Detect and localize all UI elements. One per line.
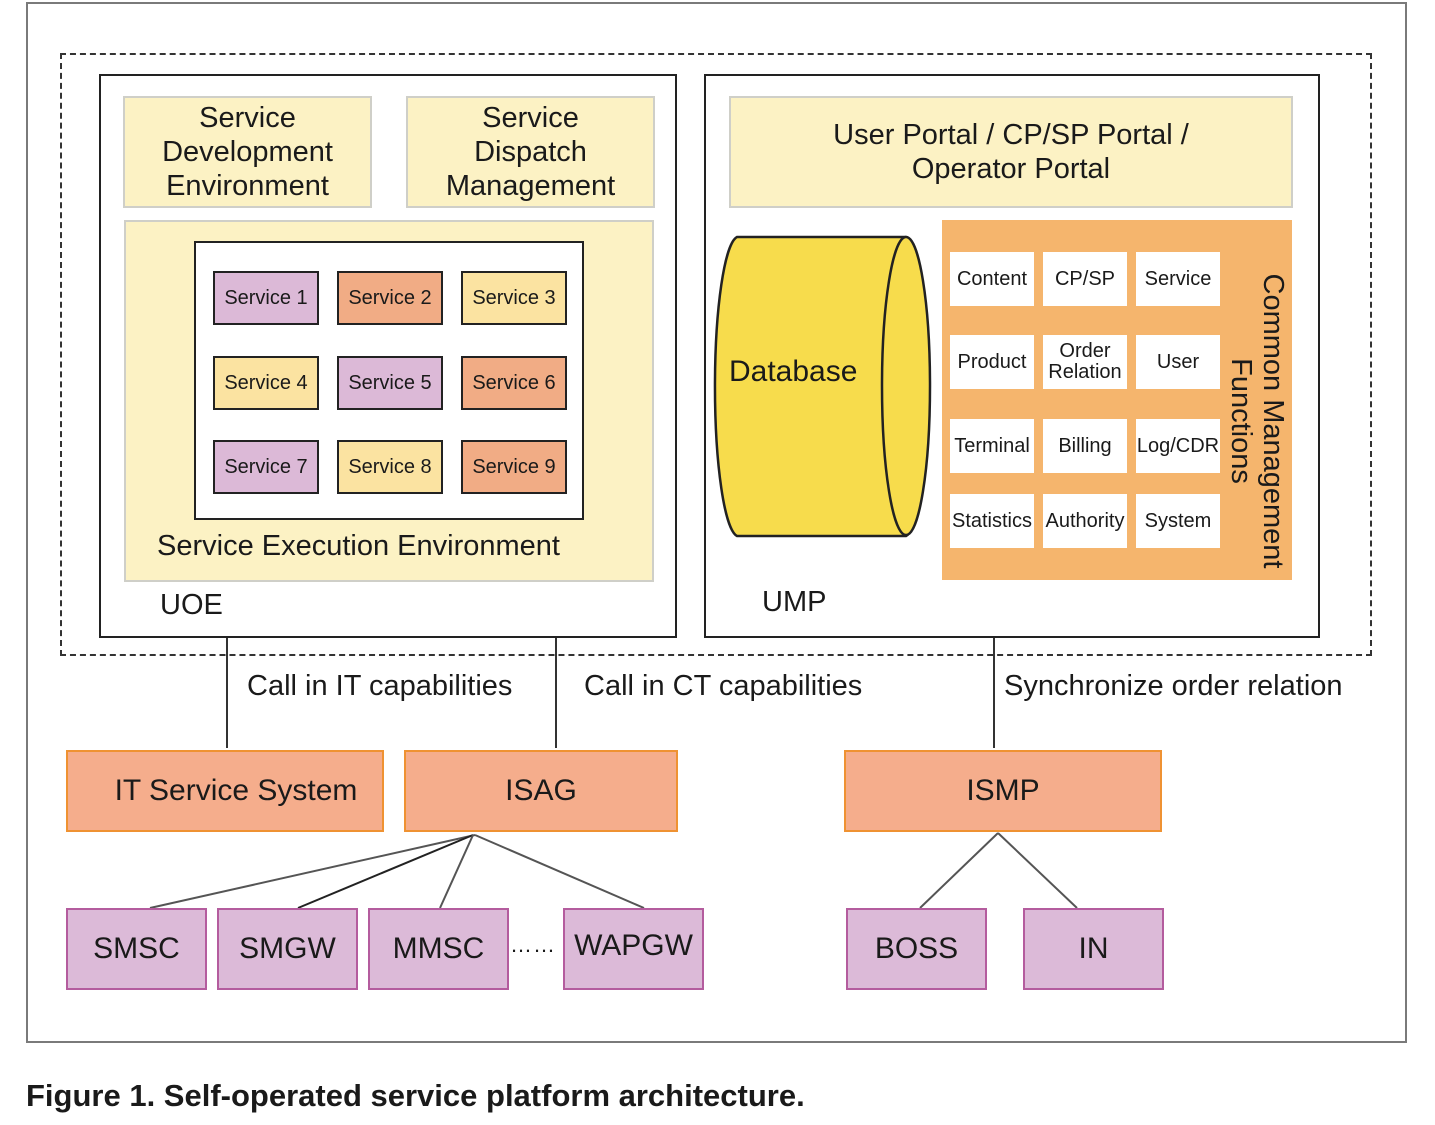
mgmt-log-cdr: Log/CDR bbox=[1136, 419, 1220, 473]
smsc: SMSC bbox=[66, 908, 207, 990]
mmsc: MMSC bbox=[368, 908, 509, 990]
mgmt-system: System bbox=[1136, 494, 1220, 548]
ump-label: UMP bbox=[762, 586, 827, 618]
mgmt-cpsp: CP/SP bbox=[1043, 252, 1127, 306]
mgmt-order-relation: Order Relation bbox=[1043, 335, 1127, 389]
service-development-environment: Service Development Environment bbox=[123, 96, 372, 208]
service-5: Service 5 bbox=[337, 356, 443, 410]
mgmt-terminal: Terminal bbox=[950, 419, 1034, 473]
figure-frame bbox=[26, 2, 1407, 1043]
service-6: Service 6 bbox=[461, 356, 567, 410]
mgmt-content: Content bbox=[950, 252, 1034, 306]
mgmt-billing: Billing bbox=[1043, 419, 1127, 473]
wapgw: WAPGW bbox=[563, 908, 704, 990]
boss: BOSS bbox=[846, 908, 987, 990]
service-9: Service 9 bbox=[461, 440, 567, 494]
database-label: Database bbox=[729, 355, 858, 388]
smgw: SMGW bbox=[217, 908, 358, 990]
uoe-label: UOE bbox=[160, 589, 223, 621]
mgmt-authority: Authority bbox=[1043, 494, 1127, 548]
service-execution-environment-label: Service Execution Environment bbox=[157, 530, 560, 562]
isag: ISAG bbox=[404, 750, 678, 832]
service-8: Service 8 bbox=[337, 440, 443, 494]
service-7: Service 7 bbox=[213, 440, 319, 494]
service-1: Service 1 bbox=[213, 271, 319, 325]
gateway-ellipsis: …… bbox=[510, 932, 556, 957]
mgmt-service: Service bbox=[1136, 252, 1220, 306]
ismp: ISMP bbox=[844, 750, 1162, 832]
mgmt-product: Product bbox=[950, 335, 1034, 389]
ct-capabilities-label: Call in CT capabilities bbox=[584, 670, 863, 702]
mgmt-statistics: Statistics bbox=[950, 494, 1034, 548]
it-service-system: IT Service System bbox=[66, 750, 384, 832]
in: IN bbox=[1023, 908, 1164, 990]
service-2: Service 2 bbox=[337, 271, 443, 325]
it-capabilities-label: Call in IT capabilities bbox=[247, 670, 513, 702]
service-4: Service 4 bbox=[213, 356, 319, 410]
platform-boundary bbox=[60, 53, 1372, 656]
service-3: Service 3 bbox=[461, 271, 567, 325]
portal-box: User Portal / CP/SP Portal / Operator Po… bbox=[729, 96, 1293, 208]
figure-caption: Figure 1. Self-operated service platform… bbox=[26, 1078, 805, 1113]
database-cylinder bbox=[713, 235, 932, 538]
service-dispatch-management: Service Dispatch Management bbox=[406, 96, 655, 208]
mgmt-user: User bbox=[1136, 335, 1220, 389]
sync-order-relation-label: Synchronize order relation bbox=[1004, 670, 1343, 702]
